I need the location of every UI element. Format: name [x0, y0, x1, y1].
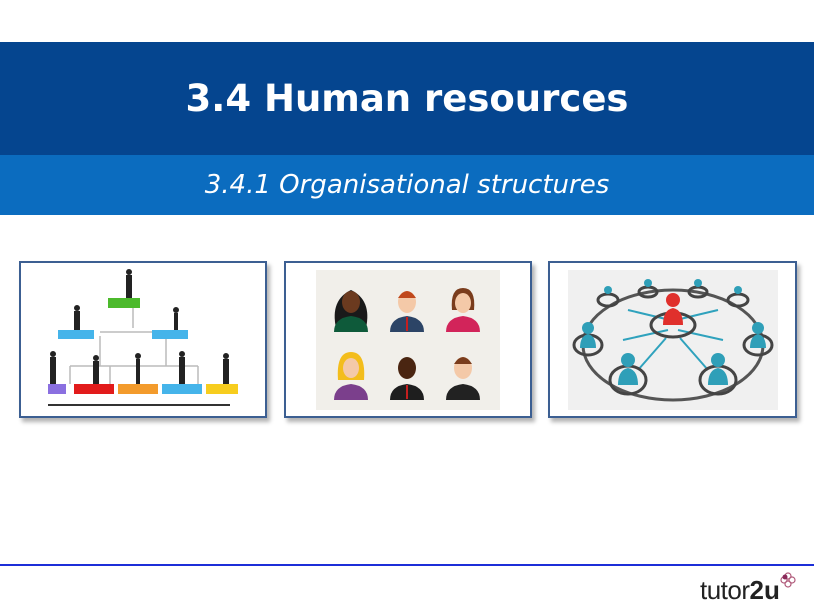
- people-avatars-image: [316, 269, 500, 410]
- org-chart-image-frame: [19, 261, 267, 418]
- footer-divider: [0, 564, 814, 566]
- logo-text: tutor: [700, 575, 750, 605]
- slide-title: 3.4 Human resources: [185, 77, 629, 120]
- flower-icon: [780, 572, 796, 588]
- slide-subtitle: 3.4.1 Organisational structures: [204, 170, 610, 200]
- title-band: 3.4 Human resources: [0, 42, 814, 155]
- org-chart-hierarchy-image: [48, 268, 238, 406]
- subtitle-band: 3.4.1 Organisational structures: [0, 155, 814, 215]
- network-people-image: [567, 269, 778, 410]
- logo-text-bold: 2u: [749, 575, 780, 605]
- people-image-frame: [284, 261, 532, 418]
- network-image-frame: [548, 261, 797, 418]
